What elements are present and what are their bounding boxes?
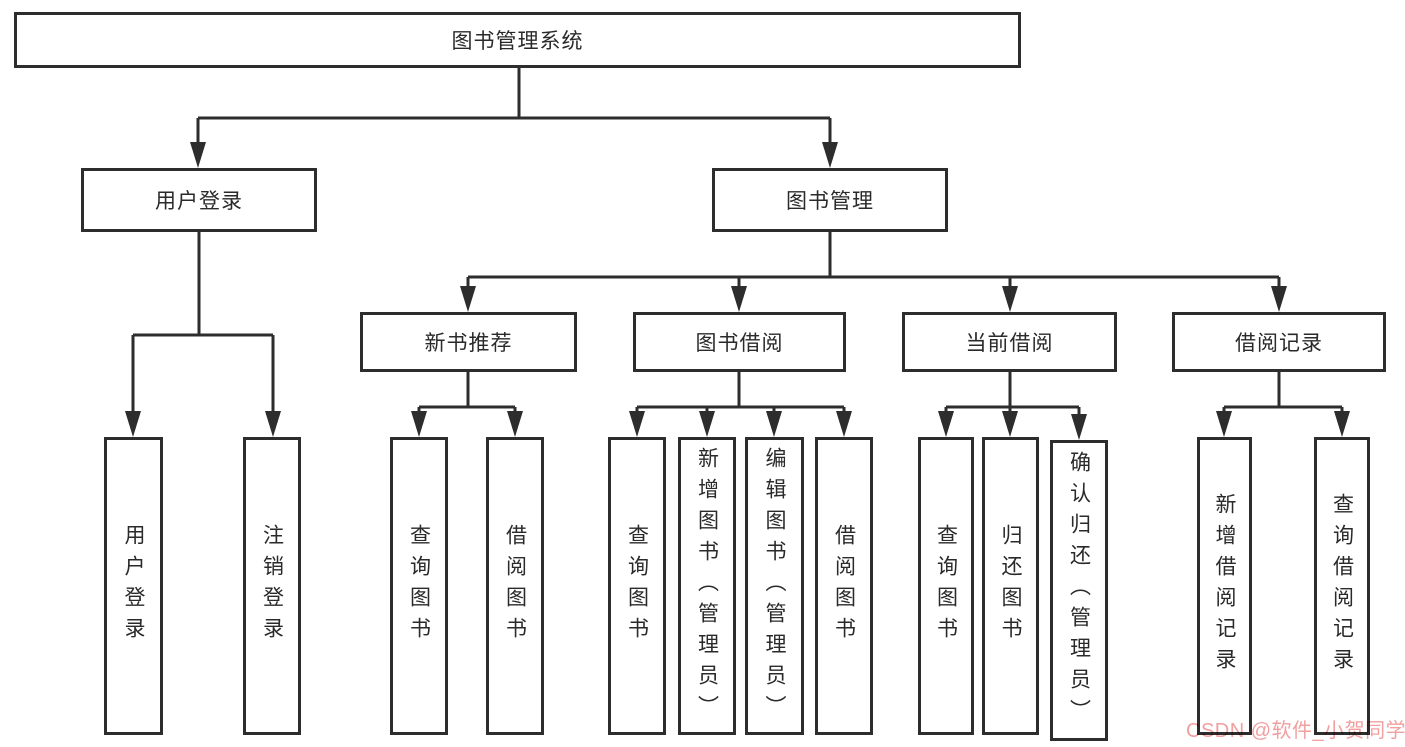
leaf-add-borrow-record: 新增借阅记录 [1197, 437, 1252, 735]
watermark: CSDN @软件_小贺同学 [1186, 720, 1405, 742]
leaf-borrow-books-recommend: 借阅图书 [486, 437, 544, 735]
leaf-borrow-books: 借阅图书 [815, 437, 873, 735]
leaf-query-borrow-record: 查询借阅记录 [1314, 437, 1370, 735]
leaf-add-books-admin: 新增图书（管理员） [678, 437, 736, 735]
node-book-borrowing: 图书借阅 [633, 312, 846, 372]
leaf-edit-books-admin: 编辑图书（管理员） [745, 437, 804, 735]
node-book-management: 图书管理 [712, 168, 948, 232]
node-borrowing-records: 借阅记录 [1172, 312, 1386, 372]
leaf-logout-login: 注销登录 [243, 437, 301, 735]
leaf-return-books: 归还图书 [982, 437, 1039, 735]
leaf-query-books-current: 查询图书 [918, 437, 974, 735]
leaf-query-books-recommend: 查询图书 [390, 437, 448, 735]
leaf-query-books-borrow: 查询图书 [608, 437, 666, 735]
node-root: 图书管理系统 [14, 12, 1021, 68]
leaf-user-login: 用户登录 [104, 437, 163, 735]
leaf-confirm-return-admin: 确认归还（管理员） [1050, 440, 1108, 741]
node-user-login: 用户登录 [81, 168, 317, 232]
node-new-book-recommendation: 新书推荐 [360, 312, 577, 372]
node-current-borrowing: 当前借阅 [902, 312, 1117, 372]
